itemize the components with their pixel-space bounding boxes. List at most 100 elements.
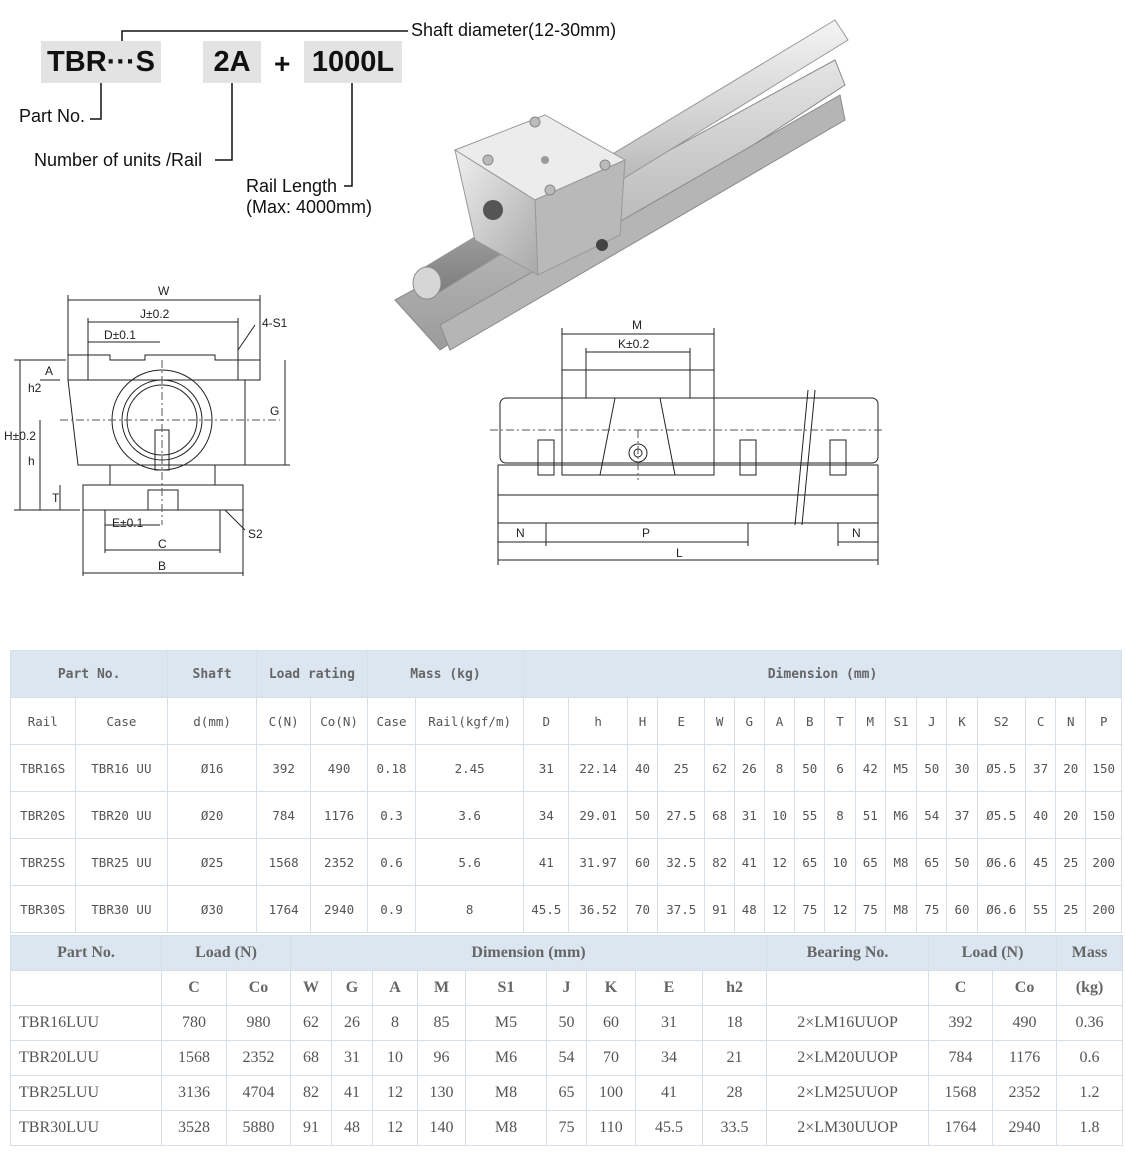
table-cell: 55 bbox=[794, 791, 826, 839]
dim-W: W bbox=[158, 284, 170, 298]
table-cell: 2×LM20UUOP bbox=[766, 1040, 930, 1076]
table-cell: 200 bbox=[1085, 838, 1122, 886]
table2-sub-header bbox=[10, 970, 162, 1006]
table-cell: 62 bbox=[290, 1005, 332, 1041]
table-cell: 0.9 bbox=[366, 885, 417, 933]
table-cell: 45 bbox=[1024, 838, 1057, 886]
table1-group-header: Load rating bbox=[255, 650, 368, 698]
table2-group-header: Mass bbox=[1056, 935, 1124, 971]
table-cell: 41 bbox=[733, 838, 765, 886]
table-cell: 10 bbox=[763, 791, 796, 839]
dim-h: h bbox=[28, 454, 35, 468]
table-cell: 5.6 bbox=[415, 838, 525, 886]
table-cell: 96 bbox=[417, 1040, 466, 1076]
table-cell: 50 bbox=[916, 744, 948, 792]
table-cell: 3.6 bbox=[415, 791, 525, 839]
table-cell: 2940 bbox=[992, 1110, 1058, 1146]
table-cell: 6 bbox=[824, 744, 856, 792]
table-cell: 0.6 bbox=[366, 838, 417, 886]
table2-sub-header: Co bbox=[992, 970, 1058, 1006]
table-cell: 12 bbox=[372, 1110, 418, 1146]
table-cell: 784 bbox=[255, 791, 312, 839]
rail-length-max-label: (Max: 4000mm) bbox=[246, 197, 373, 217]
table-cell: 48 bbox=[331, 1110, 373, 1146]
table-cell: 1176 bbox=[992, 1040, 1058, 1076]
table-cell: TBR16S bbox=[10, 744, 76, 792]
table2-sub-header: (kg) bbox=[1056, 970, 1124, 1006]
table-cell: 30 bbox=[946, 744, 978, 792]
table-cell: 50 bbox=[794, 744, 826, 792]
table-cell: 91 bbox=[290, 1110, 332, 1146]
table-cell: 150 bbox=[1085, 744, 1122, 792]
table-cell: 65 bbox=[854, 838, 886, 886]
table-cell: 50 bbox=[626, 791, 659, 839]
spec-table-standard: Part No. Shaft Load rating Mass (kg) Dim… bbox=[9, 650, 1122, 933]
table-cell: 50 bbox=[546, 1005, 587, 1041]
table1-sub-header: Rail(kgf/m) bbox=[415, 697, 525, 745]
dim-T: T bbox=[52, 491, 60, 505]
table-cell: 70 bbox=[586, 1040, 636, 1076]
table-cell: M6 bbox=[465, 1040, 547, 1076]
table1-sub-header: d(mm) bbox=[167, 697, 257, 745]
table-cell: 8 bbox=[763, 744, 796, 792]
table1-sub-header: B bbox=[794, 697, 826, 745]
table-cell: TBR25LUU bbox=[10, 1075, 162, 1111]
table1-group-header: Mass (kg) bbox=[366, 650, 525, 698]
table-cell: TBR16 UU bbox=[74, 744, 169, 792]
table-cell: 2×LM30UUOP bbox=[766, 1110, 930, 1146]
front-view-drawing: W J±0.2 D±0.1 4-S1 A h2 H±0.2 h G T E±0.… bbox=[4, 284, 290, 576]
table-cell: 4704 bbox=[226, 1075, 291, 1111]
table-cell: 2352 bbox=[992, 1075, 1058, 1111]
table1-group-header: Shaft bbox=[167, 650, 257, 698]
table-cell: 3528 bbox=[161, 1110, 227, 1146]
table-cell: 85 bbox=[417, 1005, 466, 1041]
table-cell: 60 bbox=[626, 838, 659, 886]
table-cell: 1568 bbox=[161, 1040, 227, 1076]
table-cell: TBR30S bbox=[10, 885, 76, 933]
table-cell: 42 bbox=[854, 744, 886, 792]
table-cell: 1764 bbox=[928, 1110, 994, 1146]
table-cell: 36.52 bbox=[568, 885, 628, 933]
table-cell: 65 bbox=[916, 838, 948, 886]
table-cell: 40 bbox=[1024, 791, 1057, 839]
table-cell: 20 bbox=[1055, 791, 1087, 839]
dim-S2: S2 bbox=[248, 527, 263, 541]
table-cell: 37.5 bbox=[657, 885, 706, 933]
dim-S1: 4-S1 bbox=[262, 316, 288, 330]
code-length-box: 1000L bbox=[304, 41, 402, 83]
table2-sub-header: Co bbox=[226, 970, 291, 1006]
table-cell: 34 bbox=[635, 1040, 703, 1076]
code-units-box: 2A bbox=[203, 41, 261, 83]
table-cell: TBR30 UU bbox=[74, 885, 169, 933]
table-cell: 392 bbox=[928, 1005, 994, 1041]
table-cell: 2×LM16UUOP bbox=[766, 1005, 930, 1041]
table1-group-header: Dimension (mm) bbox=[523, 650, 1122, 698]
table-cell: 51 bbox=[854, 791, 886, 839]
table-cell: TBR20 UU bbox=[74, 791, 169, 839]
table-cell: 10 bbox=[824, 838, 856, 886]
table-cell: 980 bbox=[226, 1005, 291, 1041]
table-cell: 100 bbox=[586, 1075, 636, 1111]
table-cell: 490 bbox=[992, 1005, 1058, 1041]
table-cell: 784 bbox=[928, 1040, 994, 1076]
table-cell: 490 bbox=[310, 744, 368, 792]
table-cell: 780 bbox=[161, 1005, 227, 1041]
table-cell: 70 bbox=[626, 885, 659, 933]
table-cell: 31 bbox=[733, 791, 765, 839]
table2-sub-header: M bbox=[417, 970, 466, 1006]
table-cell: 82 bbox=[290, 1075, 332, 1111]
shaft-diameter-label: Shaft diameter(12-30mm) bbox=[411, 20, 617, 40]
table-cell: 130 bbox=[417, 1075, 466, 1111]
dim-K: K±0.2 bbox=[618, 337, 650, 351]
table-cell: 65 bbox=[794, 838, 826, 886]
table-cell: 48 bbox=[733, 885, 765, 933]
table-cell: 60 bbox=[946, 885, 978, 933]
table1-sub-header: C(N) bbox=[255, 697, 312, 745]
table-cell: 28 bbox=[701, 1075, 768, 1111]
table-cell: 2×LM25UUOP bbox=[766, 1075, 930, 1111]
